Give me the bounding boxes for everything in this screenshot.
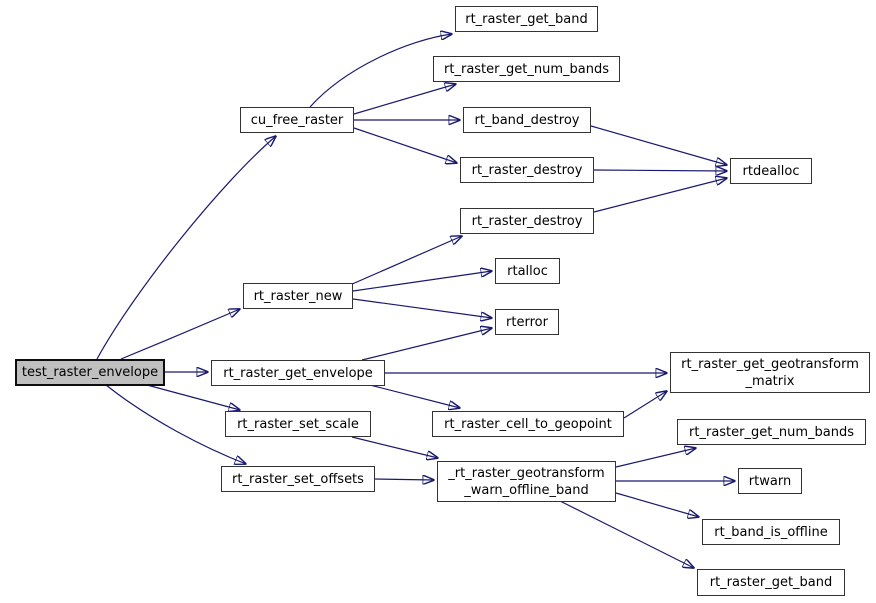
node-rtdealloc[interactable]: rtdealloc — [730, 158, 812, 184]
node-rt-raster-geotransform-warn-offline-band[interactable]: _rt_raster_geotransform _warn_offline_ba… — [437, 461, 616, 502]
node-rt-raster-cell-to-geopoint[interactable]: rt_raster_cell_to_geopoint — [432, 411, 624, 437]
node-rterror[interactable]: rterror — [495, 309, 559, 335]
node-rt-raster-set-offsets[interactable]: rt_raster_set_offsets — [221, 466, 375, 492]
edge-test-to-rt-raster-set-offsets — [105, 384, 246, 464]
node-rt-raster-destroy-upper[interactable]: rt_raster_destroy — [460, 157, 594, 183]
edge-warn-to-get-num-bands — [615, 448, 696, 468]
edge-raster-new-to-rterror — [352, 298, 492, 318]
edge-raster-destroy-2-to-rtdealloc — [593, 178, 727, 213]
node-rt-band-is-offline[interactable]: rt_band_is_offline — [702, 519, 840, 545]
node-rt-band-destroy[interactable]: rt_band_destroy — [463, 107, 591, 133]
edge-test-to-rt-raster-new — [120, 309, 240, 360]
node-test-raster-envelope: test_raster_envelope — [15, 359, 165, 386]
edge-warn-to-get-band — [559, 500, 694, 568]
node-rt-raster-get-num-bands-top[interactable]: rt_raster_get_num_bands — [433, 56, 620, 82]
edge-set-offsets-to-warn-offline-band — [374, 479, 434, 480]
edge-test-to-cu-free-raster — [96, 136, 276, 360]
node-rt-raster-new[interactable]: rt_raster_new — [243, 283, 353, 309]
edge-cell-to-geopoint-to-geotransform-matrix — [623, 391, 667, 419]
edge-warn-to-band-is-offline — [615, 492, 699, 517]
node-rtwarn[interactable]: rtwarn — [738, 468, 802, 494]
node-rt-raster-get-num-bands-bottom[interactable]: rt_raster_get_num_bands — [677, 419, 866, 445]
edge-raster-new-to-raster-destroy-2 — [349, 236, 462, 286]
edge-set-scale-to-warn-offline-band — [351, 436, 438, 458]
node-rt-raster-get-geotransform-matrix[interactable]: rt_raster_get_geotransform _matrix — [670, 352, 870, 393]
edge-cu-free-to-raster-destroy-1 — [353, 127, 457, 163]
edge-get-envelope-to-rterror — [361, 328, 492, 361]
node-rt-raster-get-envelope[interactable]: rt_raster_get_envelope — [211, 360, 385, 386]
node-rt-raster-destroy-lower[interactable]: rt_raster_destroy — [460, 208, 594, 234]
edge-raster-destroy-1-to-rtdealloc — [593, 170, 727, 171]
node-cu-free-raster[interactable]: cu_free_raster — [240, 107, 354, 133]
node-rt-raster-set-scale[interactable]: rt_raster_set_scale — [225, 411, 371, 437]
node-rt-raster-get-band-top[interactable]: rt_raster_get_band — [455, 6, 598, 32]
edge-test-to-rt-raster-set-scale — [146, 384, 240, 410]
edge-get-envelope-to-cell-to-geopoint — [369, 384, 460, 408]
edge-band-destroy-to-rtdealloc — [590, 125, 727, 165]
edge-raster-new-to-rtalloc — [352, 271, 492, 292]
edge-cu-free-to-get-num-bands — [353, 84, 456, 115]
node-rtalloc[interactable]: rtalloc — [495, 258, 560, 284]
node-rt-raster-get-band-bottom[interactable]: rt_raster_get_band — [697, 569, 845, 596]
edge-cu-free-to-get-band — [309, 34, 452, 108]
